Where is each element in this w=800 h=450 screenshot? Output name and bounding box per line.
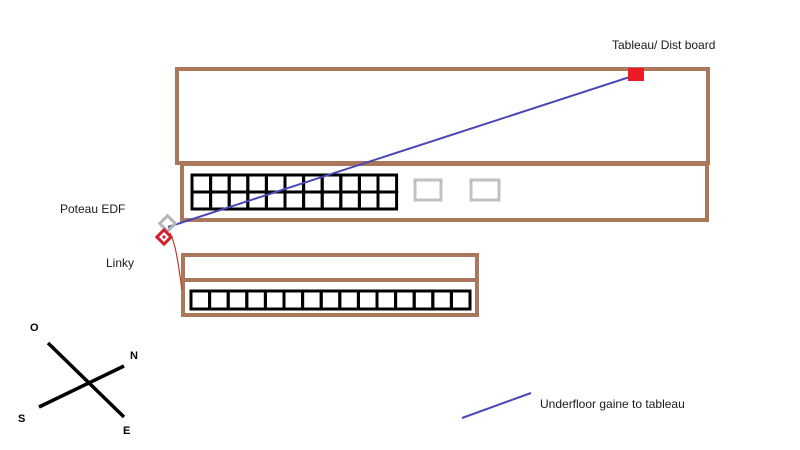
compass: O N S E <box>18 322 138 437</box>
solar-panel <box>320 190 343 211</box>
linky-label: Linky <box>106 256 134 270</box>
solar-panel <box>357 190 380 211</box>
legend-gaine-label: Underfloor gaine to tableau <box>540 397 685 411</box>
solar-panel <box>320 173 343 194</box>
legend-gaine-swatch <box>461 392 532 419</box>
solar-panel <box>246 173 268 194</box>
solar-panel <box>263 289 286 311</box>
poteau-edf-marker <box>157 213 178 234</box>
compass-south-north-axis <box>38 364 125 409</box>
solar-panel <box>301 289 323 311</box>
poteau-edf-label: Poteau EDF <box>60 202 125 216</box>
solar-panel <box>376 173 399 194</box>
solar-panel <box>412 289 435 311</box>
solar-panel <box>376 190 399 211</box>
tableau-label: Tableau/ Dist board <box>612 38 715 52</box>
solar-panel <box>339 190 361 211</box>
solar-panel <box>209 190 231 211</box>
solar-panel <box>209 173 231 194</box>
upper-solar-panels <box>190 173 399 211</box>
compass-west-label: O <box>30 322 39 334</box>
solar-panel <box>282 289 305 311</box>
lower-building <box>181 253 479 317</box>
solar-panel <box>208 289 230 311</box>
solar-panel <box>190 190 213 211</box>
solar-panel <box>190 173 213 194</box>
solar-panel <box>394 289 416 311</box>
solar-panel <box>245 289 267 311</box>
compass-west-east-axis <box>46 341 126 419</box>
solar-panel <box>226 289 249 311</box>
solar-panel <box>338 289 360 311</box>
empty-panel-slot <box>413 178 443 202</box>
upper-annex <box>180 162 709 222</box>
solar-panel <box>356 289 379 311</box>
linky-meter-marker <box>154 227 174 247</box>
compass-south-label: S <box>18 413 25 425</box>
solar-panel <box>339 173 361 194</box>
solar-panel <box>431 289 453 311</box>
solar-panel <box>189 289 212 311</box>
solar-panel <box>449 289 472 311</box>
solar-panel <box>375 289 398 311</box>
compass-east-label: E <box>123 425 130 437</box>
solar-panel <box>302 190 324 211</box>
lower-solar-panels <box>189 289 472 311</box>
empty-panel-slot <box>469 178 501 202</box>
main-building <box>175 67 710 165</box>
solar-panel <box>357 173 380 194</box>
compass-north-label: N <box>130 350 138 362</box>
underfloor-gaine-line <box>167 74 637 228</box>
solar-panel <box>283 190 306 211</box>
legend: Underfloor gaine to tableau <box>461 392 685 419</box>
linky-cable <box>169 232 183 291</box>
solar-panel <box>319 289 342 311</box>
tableau-dist-board <box>628 68 644 81</box>
solar-panel <box>227 173 250 194</box>
